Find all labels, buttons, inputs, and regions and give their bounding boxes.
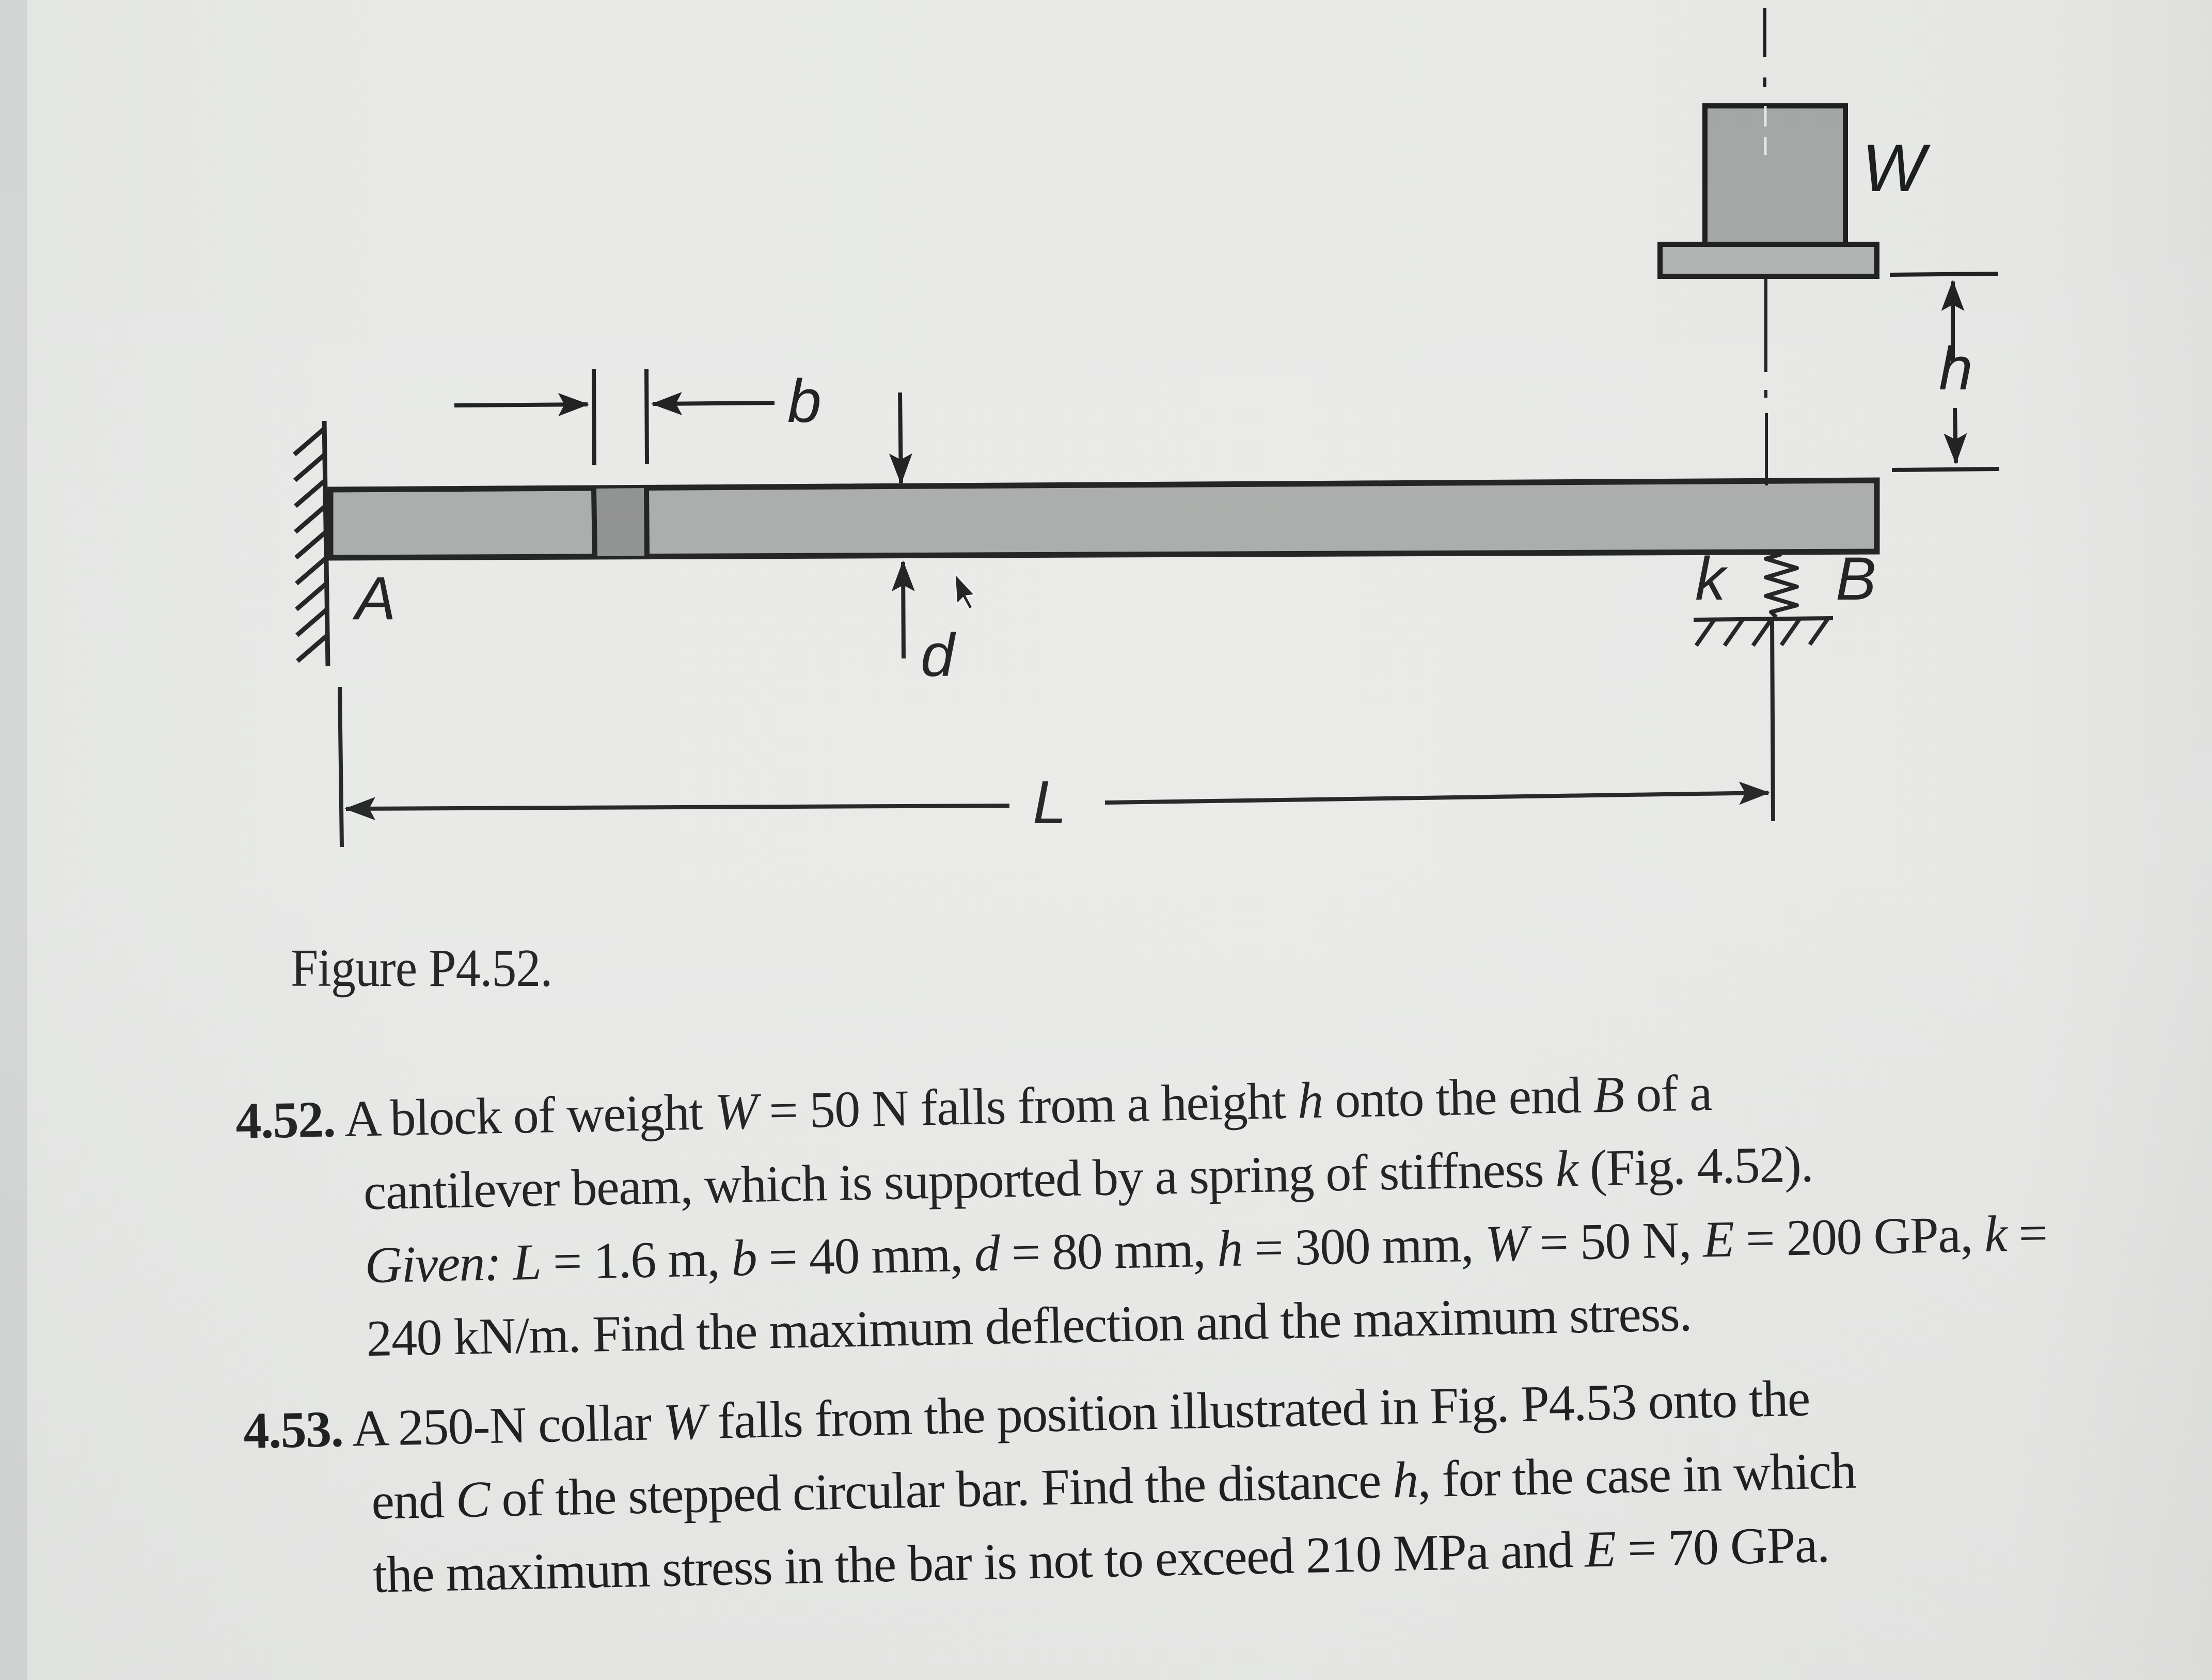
- text-segment: = 40 mm,: [755, 1224, 975, 1286]
- text-segment: E: [1702, 1210, 1734, 1268]
- text-segment: k: [1984, 1205, 2008, 1263]
- screen-edge: [0, 0, 27, 1680]
- text-segment: , for the case in which: [1417, 1441, 1857, 1509]
- text-segment: k: [1555, 1140, 1578, 1198]
- label-L: L: [1033, 768, 1067, 837]
- text-segment: h: [1297, 1071, 1323, 1129]
- spring-support: [1693, 552, 1834, 647]
- text-segment: cantilever beam, which is supported by a…: [362, 1140, 1556, 1221]
- label-b: b: [787, 367, 821, 435]
- text-segment: W: [662, 1392, 706, 1451]
- label-h: h: [1939, 335, 1973, 403]
- text-segment: C: [455, 1470, 491, 1529]
- text-segment: L: [512, 1233, 542, 1291]
- problem-4-53: 4.53. A 250-N collar W falls from the po…: [243, 1361, 1858, 1614]
- dimension-b: [454, 369, 775, 465]
- text-segment: falls from the position illustrated in F…: [704, 1369, 1810, 1450]
- text-segment: end: [371, 1471, 456, 1530]
- text-segment: = 80 mm,: [999, 1220, 1218, 1282]
- text-segment: = 300 mm,: [1241, 1215, 1486, 1277]
- text-segment: [500, 1234, 514, 1291]
- text-segment: = 50 N falls from a height: [756, 1072, 1299, 1140]
- label-W: W: [1862, 130, 1925, 206]
- text-segment: W: [1484, 1214, 1528, 1273]
- dimension-d: [889, 392, 915, 659]
- text-segment: d: [973, 1224, 1000, 1282]
- falling-block-W: [1657, 103, 1879, 279]
- figure-caption: Figure P4.52.: [291, 938, 552, 998]
- text-segment: W: [714, 1082, 757, 1141]
- text-segment: E: [1584, 1520, 1616, 1578]
- text-segment: (Fig. 4.52).: [1577, 1135, 1813, 1198]
- cantilever-beam: [327, 477, 1880, 561]
- label-d: d: [921, 621, 955, 689]
- label-k: k: [1695, 545, 1726, 613]
- text-segment: onto the end: [1322, 1066, 1593, 1129]
- problem-4-52: 4.52. A block of weight W = 50 N falls f…: [235, 1050, 2049, 1378]
- text-segment: A block of weight: [343, 1083, 716, 1148]
- text-segment: = 1.6 m,: [540, 1229, 732, 1291]
- text-segment: h: [1216, 1219, 1243, 1278]
- problem-number: 4.53.: [243, 1400, 344, 1459]
- fixed-support-hatch: [293, 420, 330, 667]
- text-segment: =: [2005, 1204, 2048, 1263]
- text-segment: = 200 GPa,: [1733, 1205, 1985, 1268]
- text-segment: of the stepped circular bar. Find the di…: [488, 1451, 1394, 1528]
- text-segment: B: [1592, 1065, 1624, 1124]
- dimension-L: [338, 619, 1775, 847]
- text-segment: h: [1392, 1451, 1418, 1509]
- problem-number: 4.52.: [235, 1090, 336, 1150]
- text-segment: of a: [1623, 1064, 1712, 1123]
- text-segment: = 70 GPa.: [1615, 1515, 1830, 1578]
- text-segment: = 50 N,: [1526, 1211, 1704, 1271]
- label-B: B: [1836, 545, 1876, 613]
- text-segment: b: [731, 1229, 757, 1287]
- text-segment: Given:: [364, 1234, 501, 1294]
- text-segment: A 250-N collar: [351, 1393, 664, 1457]
- label-A: A: [355, 564, 396, 633]
- figure-p4-52: [293, 8, 2000, 847]
- mouse-cursor-icon: [954, 571, 977, 611]
- dimension-h: [1889, 272, 2000, 472]
